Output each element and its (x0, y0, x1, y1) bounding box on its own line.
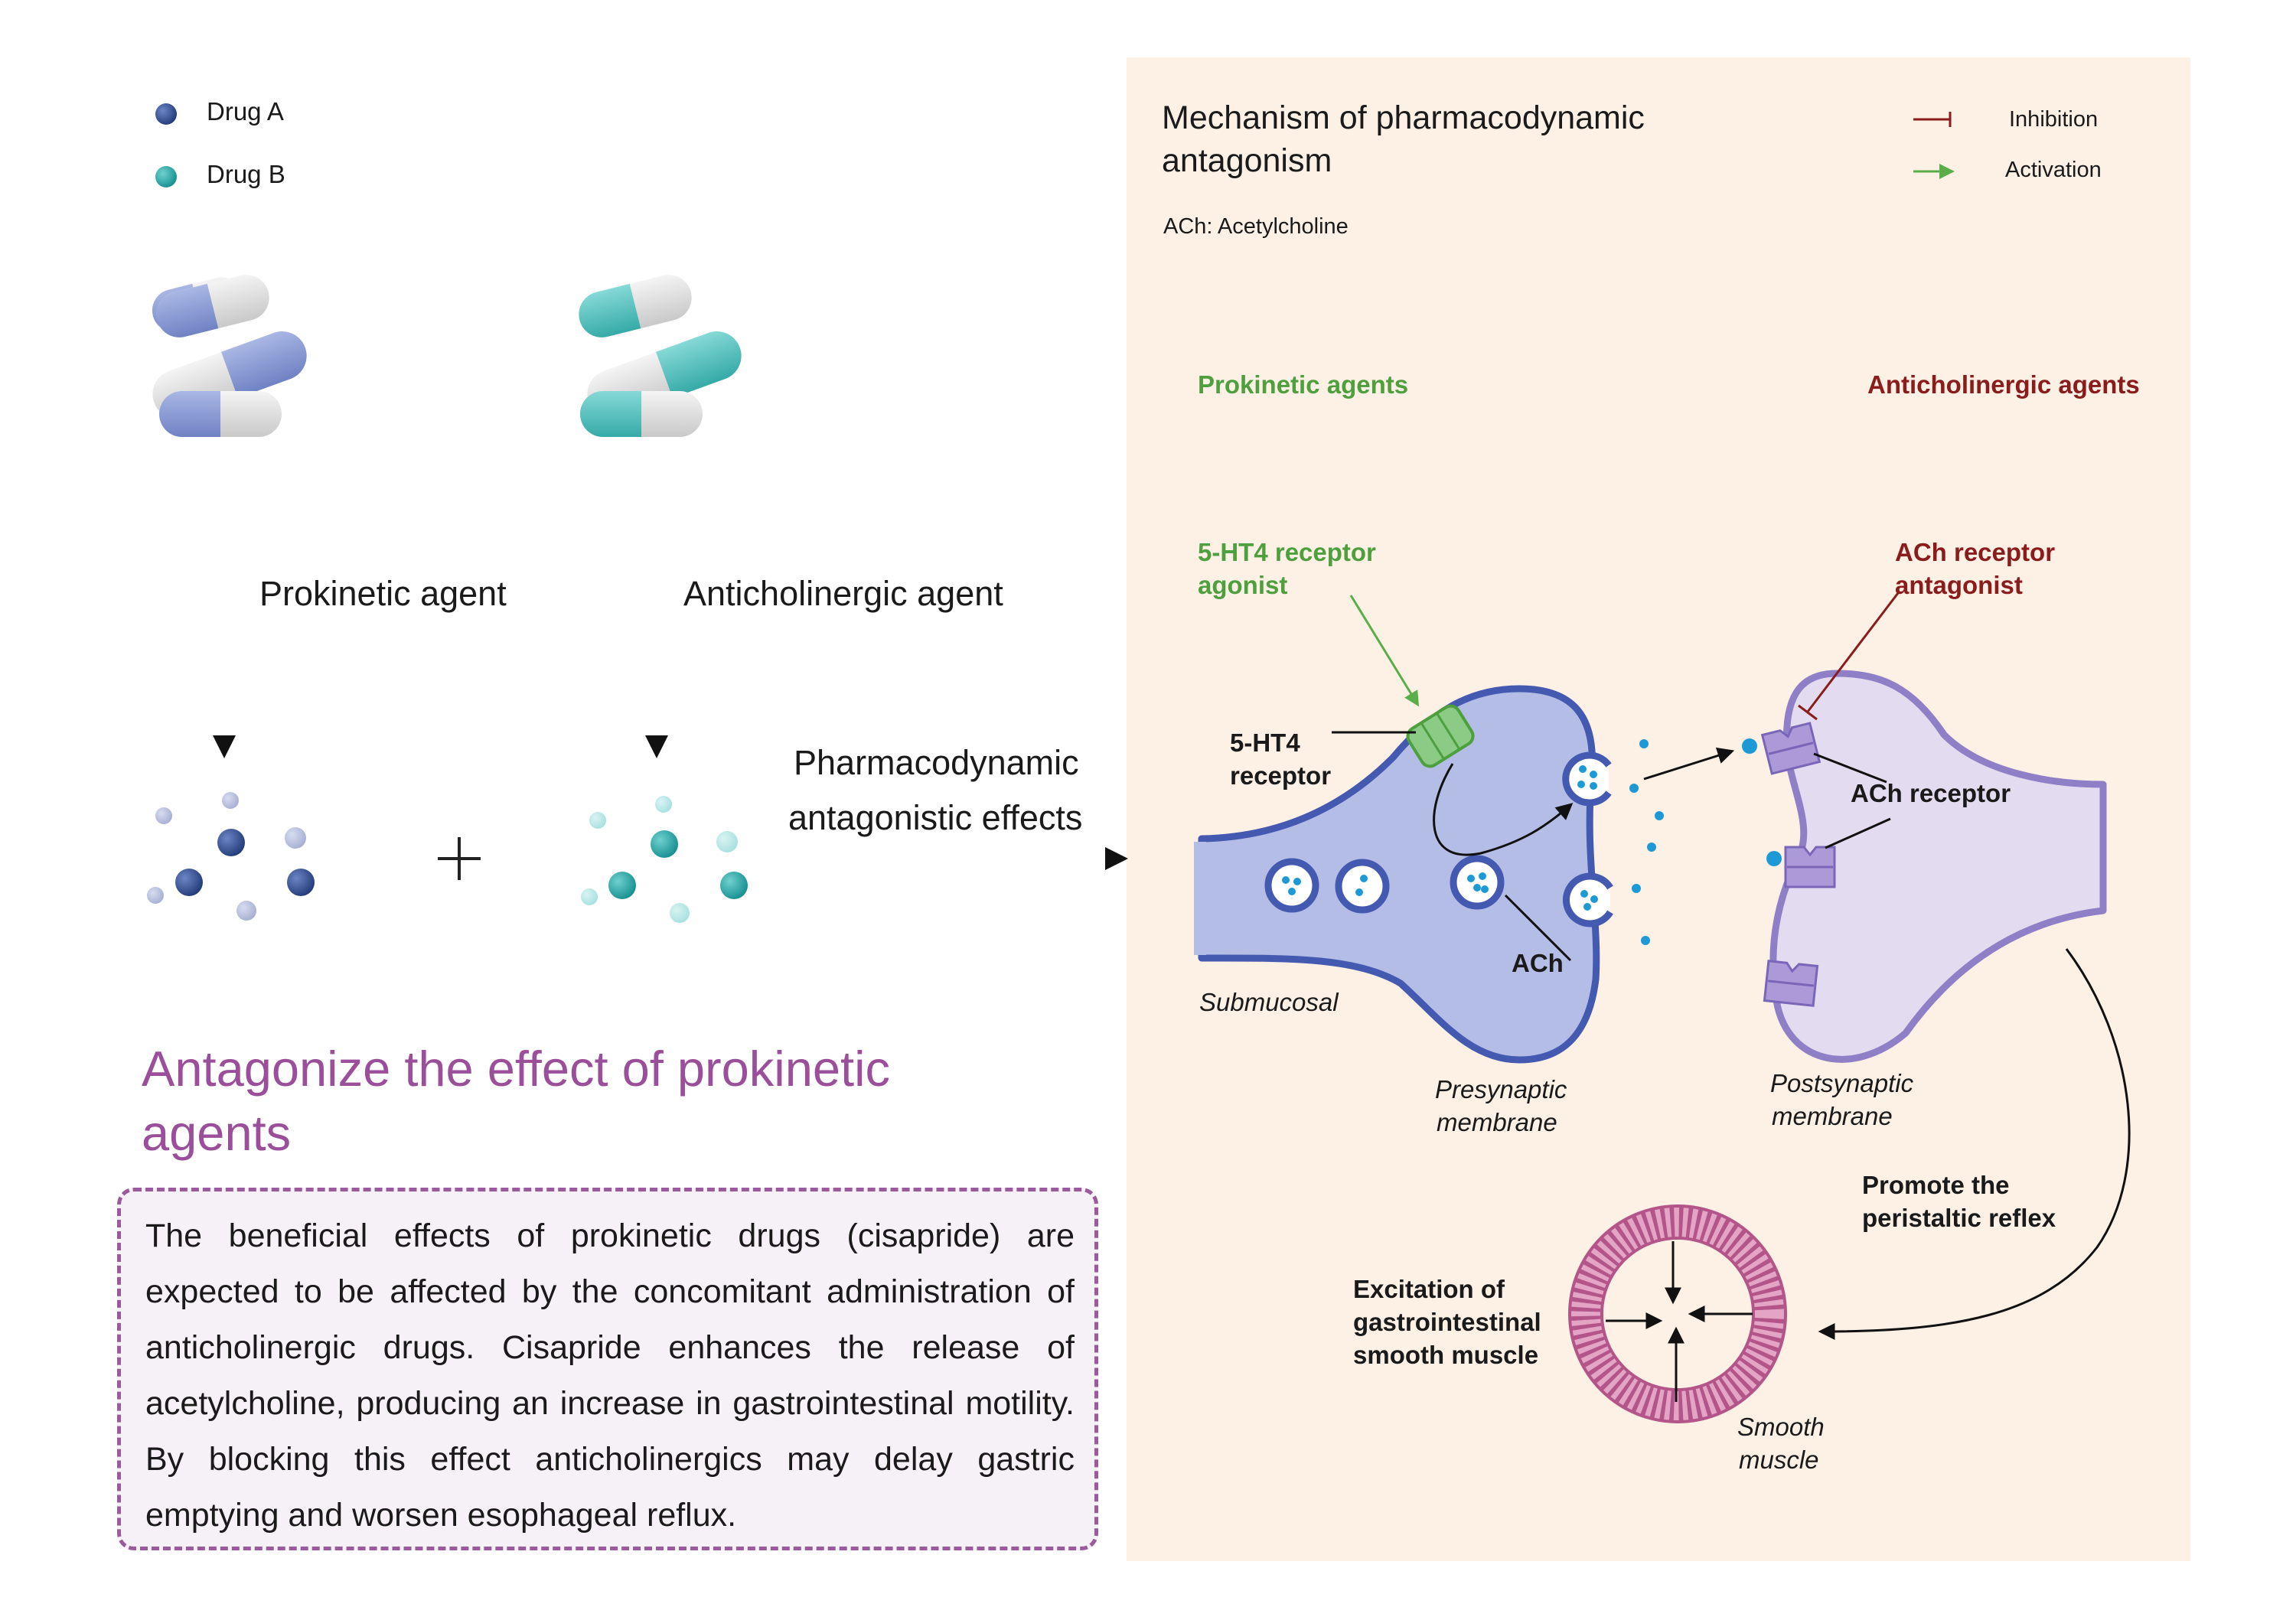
drug-a-particles (147, 792, 315, 921)
activation-legend-label: Activation (2005, 158, 2102, 182)
anticholinergic-agent-label: Anticholinergic agent (683, 574, 1003, 613)
drug-b-legend-label: Drug B (207, 160, 285, 188)
mechanism-title-line1: Mechanism of pharmacodynamic (1162, 99, 1645, 136)
drug-a-capsules (152, 275, 307, 437)
drug-a-legend-label: Drug A (207, 97, 284, 125)
peristaltic-arrow (1818, 948, 2131, 1340)
presynaptic-label-line1: Presynaptic (1435, 1075, 1567, 1103)
smooth-muscle-label-line1: Smooth (1737, 1413, 1825, 1441)
5ht4-receptor-label-line2: receptor (1230, 761, 1332, 790)
5ht4-receptor (1406, 704, 1475, 768)
anticholinergic-agents-label: Anticholinergic agents (1867, 370, 2140, 399)
antagonist-inhibition-line (1798, 592, 1900, 721)
ach-receptor-label: ACh receptor (1851, 779, 2011, 807)
mechanism-title-line2: antagonism (1162, 142, 1332, 179)
drug-b-capsules (579, 275, 742, 437)
drug-b-legend-dot (155, 166, 177, 187)
postsynaptic-label-line1: Postsynaptic (1770, 1069, 1914, 1097)
inhibition-legend-label: Inhibition (2009, 107, 2099, 132)
ach-vesicles (1264, 751, 1613, 927)
excitation-label-line2: gastrointestinal (1353, 1308, 1541, 1336)
submucosal-label: Submucosal (1199, 988, 1339, 1016)
contraction-arrows (1606, 1241, 1753, 1402)
promote-label-line2: peristaltic reflex (1862, 1204, 2056, 1232)
ach-receptor-pointer-1 (1813, 752, 1887, 784)
smooth-muscle-label-line2: muscle (1739, 1446, 1819, 1474)
ach-label: ACh (1512, 949, 1564, 977)
prokinetic-agents-label: Prokinetic agents (1198, 370, 1409, 399)
antagonist-label-line2: antagonist (1895, 571, 2023, 599)
drug-a-legend-dot (155, 103, 177, 125)
excitation-label-line1: Excitation of (1353, 1275, 1505, 1303)
agonist-label-line1: 5-HT4 receptor (1198, 538, 1376, 566)
excitation-label-line3: smooth muscle (1353, 1341, 1539, 1369)
promote-label-line1: Promote the (1862, 1171, 2010, 1199)
antagonist-label-line1: ACh receptor (1895, 538, 2056, 566)
abbreviation-note: ACh: Acetylcholine (1163, 214, 1349, 239)
ach-pointer (1504, 894, 1572, 962)
agonist-arrow (1349, 595, 1420, 707)
antagonism-label-line1: Pharmacodynamic (794, 743, 1079, 782)
inhibition-legend-symbol (1913, 112, 1952, 127)
prokinetic-agent-label: Prokinetic agent (259, 574, 507, 613)
cleft-arrow (1643, 747, 1735, 781)
smooth-muscle-ring (1568, 1204, 1787, 1423)
plus-sign (438, 837, 481, 880)
section-heading: Antagonize the effect of prokinetic agen… (142, 1041, 891, 1161)
presynaptic-label-line2: membrane (1437, 1108, 1557, 1136)
5ht4-receptor-label-line1: 5-HT4 (1230, 729, 1300, 757)
description-box: The beneficial effects of prokinetic dru… (117, 1188, 1098, 1550)
released-ach (1629, 739, 1664, 945)
description-text: The beneficial effects of prokinetic dru… (145, 1217, 1075, 1534)
ach-receptor-pointer-2 (1825, 817, 1891, 849)
antagonism-label-line2: antagonistic effects (788, 798, 1083, 837)
postsynaptic-label-line2: membrane (1772, 1102, 1893, 1130)
drug-b-particles (581, 796, 748, 923)
release-arrow (1433, 763, 1574, 856)
agonist-label-line2: agonist (1198, 571, 1288, 599)
